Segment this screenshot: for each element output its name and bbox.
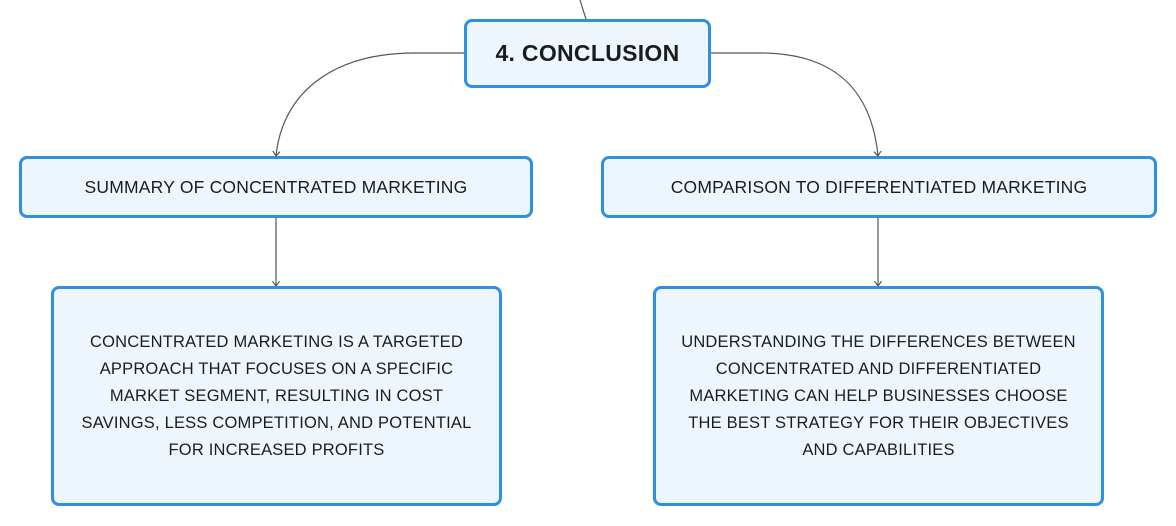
root-node-label: 4. CONCLUSION xyxy=(495,40,680,66)
incoming-connector xyxy=(579,0,587,20)
branch-node-comparison-label: COMPARISON TO DIFFERENTIATED MARKETING xyxy=(670,176,1088,197)
connector-root-to-summary xyxy=(276,52,464,156)
detail-node-comparison[interactable]: UNDERSTANDING THE DIFFERENCES BETWEEN CO… xyxy=(653,286,1104,506)
connector-root-to-comparison xyxy=(711,52,878,156)
detail-node-summary[interactable]: CONCENTRATED MARKETING IS A TARGETED APP… xyxy=(51,286,502,506)
branch-node-comparison[interactable]: COMPARISON TO DIFFERENTIATED MARKETING xyxy=(601,156,1157,218)
branch-node-summary-label: SUMMARY OF CONCENTRATED MARKETING xyxy=(84,176,468,197)
detail-node-summary-text: CONCENTRATED MARKETING IS A TARGETED APP… xyxy=(81,332,472,459)
root-node-conclusion[interactable]: 4. CONCLUSION xyxy=(464,19,711,88)
detail-node-comparison-text: UNDERSTANDING THE DIFFERENCES BETWEEN CO… xyxy=(681,332,1076,459)
branch-node-summary[interactable]: SUMMARY OF CONCENTRATED MARKETING xyxy=(19,156,533,218)
